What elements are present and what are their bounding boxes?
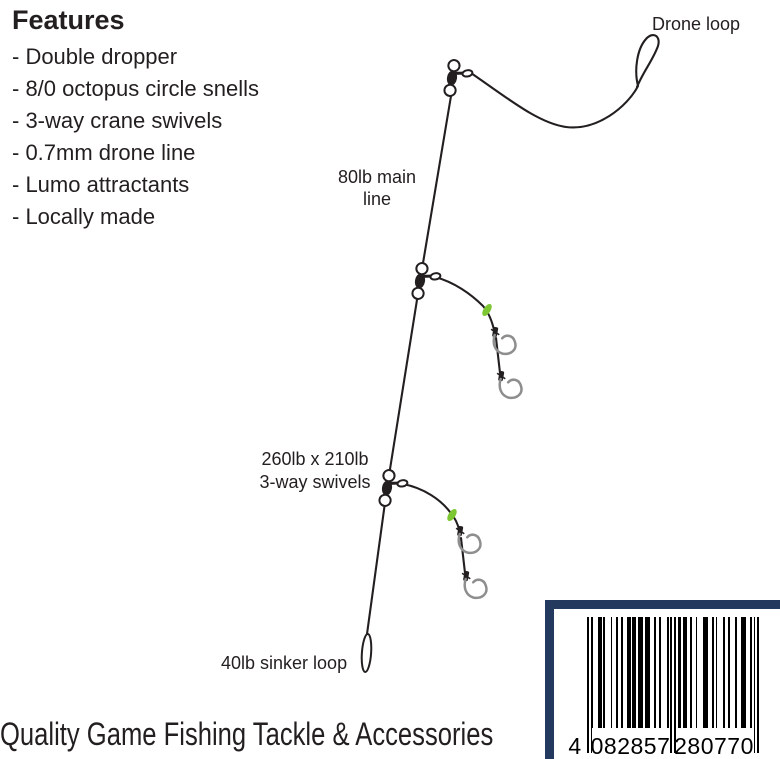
lumo-bead-2 [447, 508, 457, 522]
barcode-first-digit: 4 [568, 733, 582, 759]
hook-top-dropper-2 [493, 370, 524, 399]
swivel-top [442, 57, 477, 101]
swivel-middle [410, 260, 445, 304]
feature-item-locally-made: - Locally made [12, 204, 156, 229]
features-block: Features - Double dropper - 8/0 octopus … [12, 4, 259, 233]
barcode-bars [587, 617, 760, 753]
drone-loop-label: Drone loop [652, 14, 741, 34]
main-line [365, 88, 454, 636]
barcode-box: 4 082857 280770 [545, 600, 780, 759]
drone-line [466, 34, 660, 129]
sinker-loop-label: 40lb sinker loop [221, 653, 348, 673]
hook-top-dropper-1 [487, 326, 518, 355]
barcode-group1: 082857 [591, 728, 670, 759]
feature-item-circle-snells: - 8/0 octopus circle snells [12, 76, 259, 101]
barcode-group2: 280770 [674, 728, 753, 759]
swivels-label: 260lb x 210lb 3-way swivels [240, 448, 390, 494]
feature-item-double-dropper: - Double dropper [12, 44, 178, 69]
swivels-label-line2: 3-way swivels [259, 472, 371, 492]
feature-item-drone-line: - 0.7mm drone line [12, 140, 196, 165]
footer-tagline: Quality Game Fishing Tackle & Accessorie… [0, 716, 494, 752]
features-title: Features [12, 5, 125, 35]
dropper-snell-2 [459, 536, 467, 575]
dropper-line-1 [433, 275, 496, 332]
swivels-label-line1: 260lb x 210lb [261, 449, 369, 469]
feature-item-lumo-attractants: - Lumo attractants [12, 172, 190, 197]
lumo-bead-1 [482, 303, 492, 317]
hook-bottom-dropper-2 [458, 570, 489, 599]
hook-bottom-dropper-1 [452, 525, 483, 554]
main-line-label-line2: line [362, 189, 392, 209]
dropper-line-2 [401, 482, 461, 532]
main-line-label: 80lb main line [322, 166, 432, 210]
main-line-label-line1: 80lb main [337, 167, 417, 187]
feature-item-crane-swivels: - 3-way crane swivels [12, 108, 223, 133]
sinker-loop [360, 633, 373, 673]
dropper-snell-1 [494, 336, 502, 375]
